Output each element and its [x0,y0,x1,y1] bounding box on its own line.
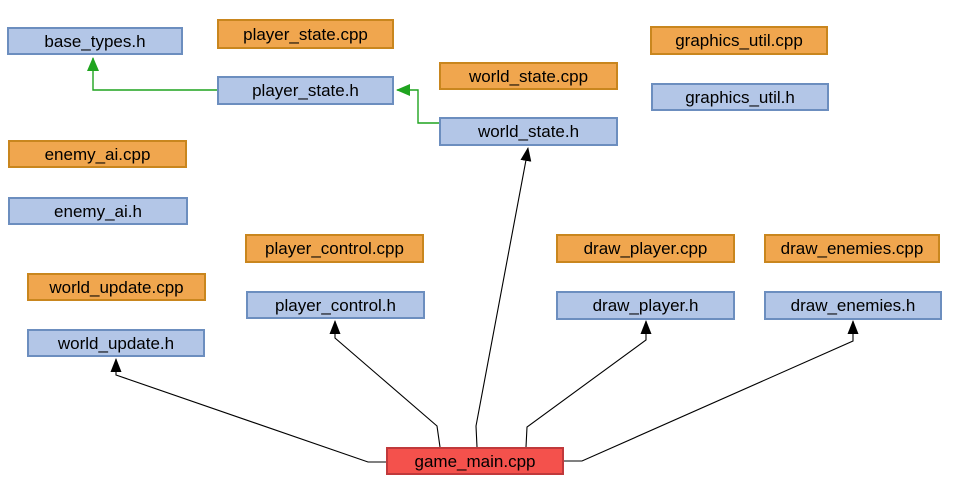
node-label: world_state.cpp [468,66,589,86]
edge-game_main.cpp-to-draw_player.h [525,320,652,448]
node-graphics_util-cpp[interactable]: graphics_util.cpp [650,26,828,55]
node-label: draw_enemies.h [790,296,916,315]
node-draw_enemies-cpp[interactable]: draw_enemies.cpp [764,234,940,263]
node-label: game_main.cpp [414,451,536,471]
node-enemy_ai-cpp[interactable]: enemy_ai.cpp [8,140,187,168]
node-draw_enemies-h[interactable]: draw_enemies.h [764,291,942,320]
node-label: enemy_ai.h [54,201,142,221]
node-draw_player-cpp[interactable]: draw_player.cpp [556,234,735,263]
node-label: graphics_util.cpp [675,31,803,50]
node-enemy_ai-h[interactable]: enemy_ai.h [8,197,188,225]
node-player_control-cpp[interactable]: player_control.cpp [245,234,424,263]
node-draw_player-h[interactable]: draw_player.h [556,291,735,320]
edge-world_state.h-to-player_state.h [396,84,439,124]
node-label: player_control.h [275,295,396,315]
node-label: graphics_util.h [685,87,795,107]
node-player_control-h[interactable]: player_control.h [246,291,425,319]
node-label: player_control.cpp [265,239,404,258]
edge-game_main.cpp-to-world_update.h [110,358,386,463]
node-label: draw_player.h [592,296,699,315]
node-label: world_update.h [57,333,175,353]
node-world_update-cpp[interactable]: world_update.cpp [27,273,206,301]
node-world_state-h[interactable]: world_state.h [439,117,618,146]
edge-game_main.cpp-to-player_control.h [329,320,441,448]
edge-game_main.cpp-to-draw_enemies.h [564,320,859,462]
node-graphics_util-h[interactable]: graphics_util.h [651,83,829,111]
node-label: player_state.cpp [243,24,368,44]
node-label: world_state.h [477,122,580,141]
node-label: world_update.cpp [49,277,184,297]
node-world_update-h[interactable]: world_update.h [27,329,205,357]
node-label: enemy_ai.cpp [44,144,151,164]
node-label: base_types.h [44,31,146,51]
edge-game_main.cpp-to-world_state.h [475,147,532,448]
node-base_types-h[interactable]: base_types.h [7,27,183,55]
node-label: draw_enemies.cpp [780,239,924,258]
node-game_main-cpp[interactable]: game_main.cpp [386,447,564,475]
node-world_state-cpp[interactable]: world_state.cpp [439,62,618,90]
node-player_state-h[interactable]: player_state.h [217,76,394,105]
node-label: player_state.h [252,81,359,100]
node-player_state-cpp[interactable]: player_state.cpp [217,19,394,49]
node-label: draw_player.cpp [583,239,708,258]
edge-player_state.h-to-base_types.h [87,57,217,91]
